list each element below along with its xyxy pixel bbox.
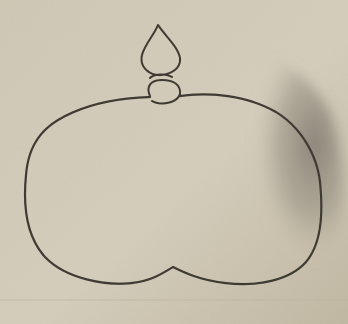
photo <box>0 0 348 324</box>
sketch-canvas <box>0 0 348 324</box>
paper-grain <box>0 0 348 324</box>
